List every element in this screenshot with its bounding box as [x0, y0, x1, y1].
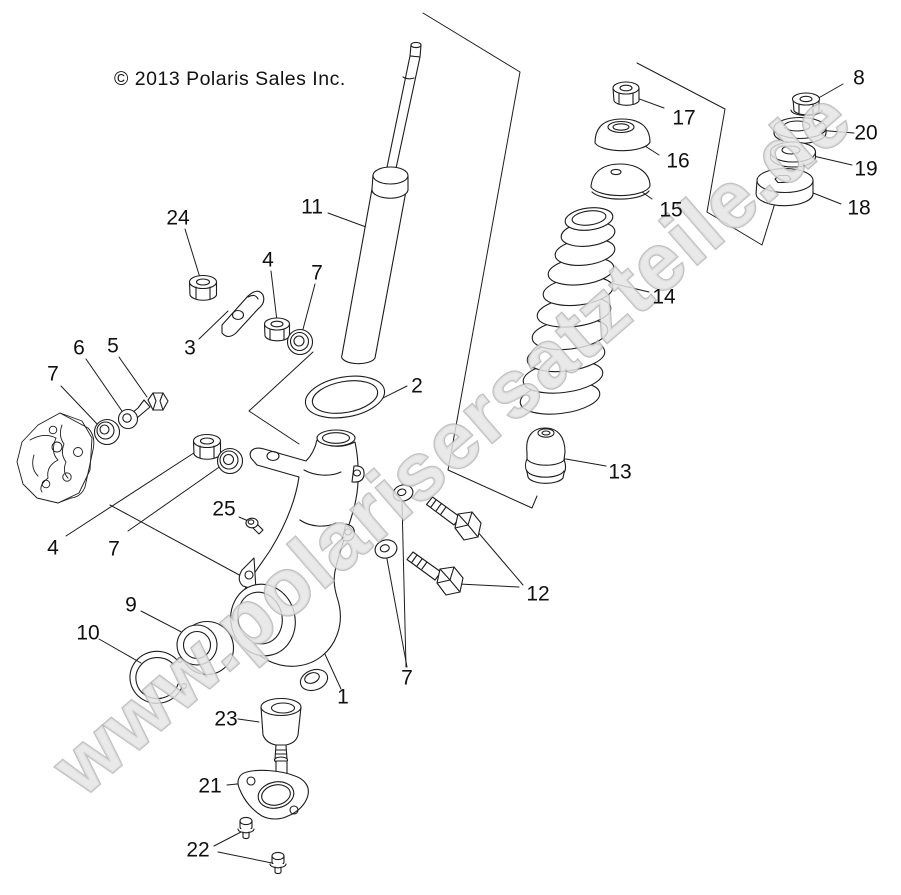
part-7-washer-left — [93, 418, 121, 446]
part-label-11: 11 — [301, 195, 323, 219]
part-label-15: 15 — [659, 198, 683, 222]
part-15-cap — [590, 163, 651, 200]
part-label-24: 24 — [166, 206, 190, 230]
part-12-bolt-lower — [406, 551, 464, 596]
part-label-4: 4 — [262, 248, 274, 272]
part-14-coil-spring — [519, 207, 616, 415]
part-label-6: 6 — [73, 336, 85, 360]
part-label-7: 7 — [108, 537, 120, 561]
part-label-4: 4 — [47, 536, 59, 560]
part-18-cup-washer — [755, 167, 814, 207]
part-label-22: 22 — [186, 838, 210, 862]
part-9-bushing — [176, 620, 235, 676]
part-7-washer-strut-upper — [392, 484, 414, 502]
part-7-washer-strut-lower — [374, 539, 398, 559]
part-12-bolt-upper — [425, 496, 482, 541]
part-16-cap — [594, 118, 651, 152]
part-label-19: 19 — [854, 157, 878, 181]
part-label-7: 7 — [401, 666, 413, 690]
part-label-10: 10 — [76, 621, 100, 645]
part-19-washer — [769, 141, 817, 168]
part-label-14: 14 — [652, 285, 676, 309]
part-label-18: 18 — [847, 196, 871, 220]
part-10-snap-ring — [129, 650, 187, 704]
part-1-strut-housing — [230, 429, 365, 692]
part-label-7: 7 — [47, 362, 59, 386]
part-label-16: 16 — [666, 149, 690, 173]
part-6-washer — [117, 408, 139, 430]
part-label-13: 13 — [608, 460, 632, 484]
part-7-washer-upper — [286, 328, 314, 356]
part-21-plate — [237, 769, 309, 820]
part-label-7: 7 — [311, 261, 323, 285]
copyright-text: © 2013 Polaris Sales Inc. — [114, 68, 346, 90]
part-20-washer — [773, 116, 827, 145]
part-label-9: 9 — [125, 593, 137, 617]
part-22-screw — [237, 816, 255, 840]
part-25-screw — [245, 517, 264, 535]
part-23-ball-joint — [260, 697, 302, 777]
part-label-25: 25 — [212, 497, 236, 521]
part-4-nut-lower — [192, 433, 222, 460]
caliper-reference-part — [16, 412, 95, 504]
part-label-8: 8 — [853, 66, 865, 90]
part-24-nut — [188, 274, 218, 301]
part-label-20: 20 — [854, 121, 878, 145]
part-label-21: 21 — [198, 774, 222, 798]
part-label-23: 23 — [214, 707, 238, 731]
part-label-12: 12 — [526, 582, 550, 606]
part-label-1: 1 — [337, 685, 349, 709]
part-8-nut — [790, 92, 823, 117]
part-label-17: 17 — [672, 106, 696, 130]
part-3-clamp — [221, 290, 265, 338]
part-label-3: 3 — [184, 336, 196, 360]
part-13-bump-stop — [524, 427, 567, 484]
part-2-oring — [304, 375, 386, 419]
grouping-lines — [248, 12, 776, 509]
part-17-nut — [612, 81, 640, 106]
part-7-washer-lower — [216, 447, 244, 475]
part-11-shock-strut — [341, 41, 422, 365]
part-label-2: 2 — [411, 374, 423, 398]
part-label-5: 5 — [107, 334, 119, 358]
